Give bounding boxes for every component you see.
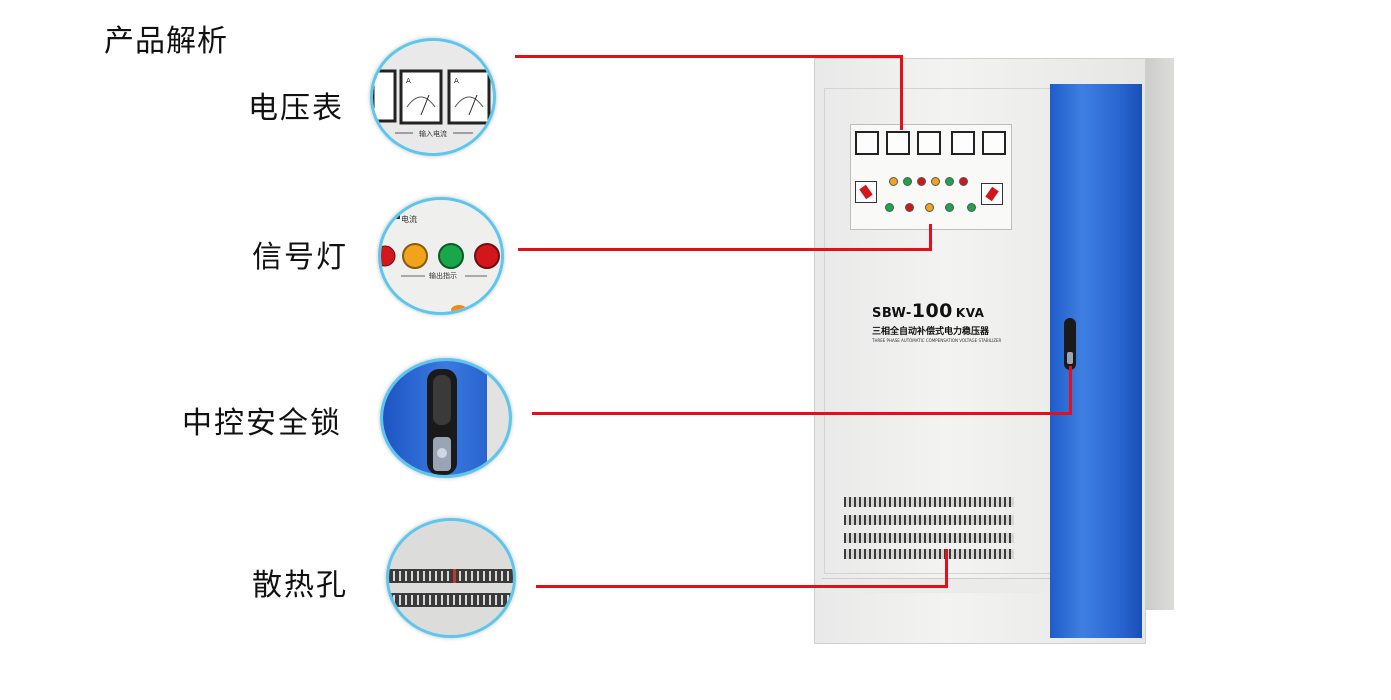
cabinet-lamp [917, 177, 926, 186]
cabinet-lamp [931, 177, 940, 186]
cabinet-model-number: 100 [911, 300, 953, 322]
cabinet-name-en: THREE PHASE AUTOMATIC COMPENSATION VOLTA… [872, 338, 1002, 343]
leader-line-vents [945, 549, 948, 588]
cabinet-meter-5 [982, 131, 1006, 155]
cabinet-door-handle [1064, 318, 1076, 370]
closeup-voltmeter: A A 输入电流 [370, 38, 496, 156]
indicator-lamp-icon [381, 200, 501, 312]
cabinet-vent-row [844, 497, 1014, 507]
leader-line-safety-lock [1069, 366, 1072, 415]
leader-line-voltmeter [515, 55, 903, 58]
cabinet-lamp [925, 203, 934, 212]
door-lock-handle-icon [383, 361, 509, 475]
cabinet-model-prefix: SBW- [872, 306, 912, 321]
leader-line-safety-lock [532, 412, 1072, 415]
cabinet-meter-1 [855, 131, 879, 155]
cabinet-vent-row [844, 549, 1014, 559]
closeup-vents [386, 518, 516, 638]
closeup-voltmeter-caption: 输入电流 [419, 130, 447, 138]
feature-label-voltmeter: 电压表 [248, 91, 344, 126]
closeup-safety-lock [380, 358, 512, 478]
page-title: 产品解析 [104, 24, 228, 59]
leader-line-signal-lamp [929, 224, 932, 251]
cabinet-control-panel [850, 124, 1012, 230]
cabinet-switch-left [855, 181, 877, 203]
leader-line-signal-lamp [518, 248, 932, 251]
cabinet-switch-right [981, 183, 1003, 205]
cabinet-vent-row [844, 533, 1014, 543]
leader-line-vents [536, 585, 948, 588]
cabinet-vent-row [844, 515, 1014, 525]
cabinet-lamp [885, 203, 894, 212]
closeup-lamp-caption: 输出指示 [429, 272, 457, 280]
cabinet-lamp [945, 177, 954, 186]
vent-slots-icon [389, 521, 513, 635]
cabinet-lamp [903, 177, 912, 186]
cabinet-meter-3 [917, 131, 941, 155]
cabinet-name-cn: 三相全自动补偿式电力稳压器 [872, 327, 990, 337]
cabinet-lamp [889, 177, 898, 186]
cabinet-lamp [945, 203, 954, 212]
closeup-signal-lamp: 电流 输出指示 [378, 197, 504, 315]
cabinet-meter-2 [886, 131, 910, 155]
feature-label-signal-lamp: 信号灯 [252, 240, 348, 275]
cabinet-lamp [967, 203, 976, 212]
leader-line-voltmeter [900, 55, 903, 130]
feature-label-safety-lock: 中控安全锁 [182, 406, 342, 441]
cabinet-model-unit: KVA [955, 306, 985, 320]
cabinet-lamp [905, 203, 914, 212]
cabinet-meter-4 [951, 131, 975, 155]
feature-label-vents: 散热孔 [252, 568, 348, 603]
svg-text:A: A [406, 77, 411, 85]
closeup-lamp-partial-text: 电流 [401, 215, 417, 224]
cabinet-lamp [959, 177, 968, 186]
svg-text:A: A [454, 77, 459, 85]
ammeter-dial-icon: A A [373, 41, 493, 153]
